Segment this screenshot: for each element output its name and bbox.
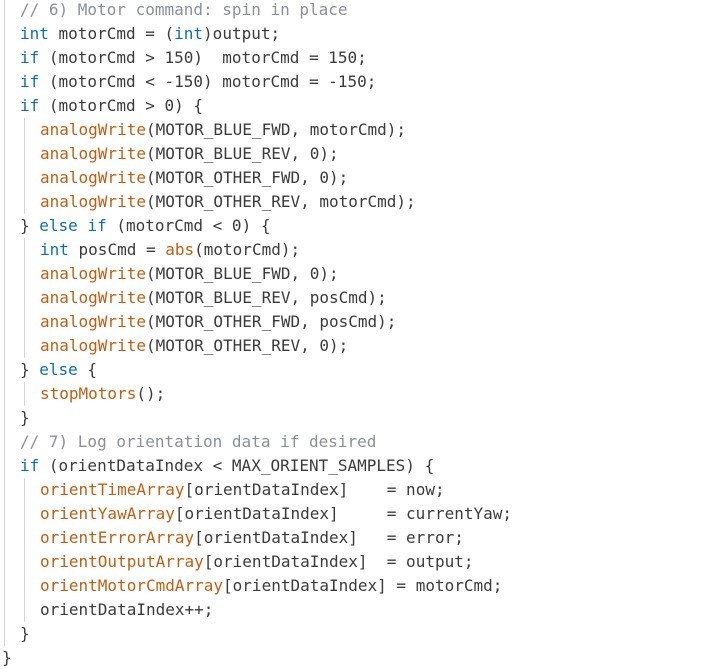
code-token: (MOTOR_OTHER_REV, motorCmd); [145,192,416,211]
code-token: (MOTOR_BLUE_REV, posCmd); [145,288,387,307]
code-token: analogWrite [40,312,146,331]
code-token: int [20,24,49,43]
code-token: // 7) Log orientation data if desired [20,432,377,451]
code-line[interactable]: if (motorCmd > 150) motorCmd = 150; [20,46,367,70]
code-line[interactable]: orientTimeArray[orientDataIndex] = now; [40,478,445,502]
code-token: [orientDataIndex] = error; [194,528,464,547]
code-token: )output; [203,24,281,43]
code-token: (MOTOR_OTHER_FWD, 0); [145,168,349,187]
code-token: analogWrite [40,168,146,187]
code-line[interactable]: orientDataIndex++; [40,598,213,622]
code-token: (motorCmd < -150) motorCmd = -150; [39,72,377,91]
code-token: posCmd = [68,240,166,259]
code-line[interactable]: analogWrite(MOTOR_OTHER_REV, motorCmd); [40,190,416,214]
code-line[interactable]: orientOutputArray[orientDataIndex] = out… [40,550,473,574]
code-token: (MOTOR_OTHER_REV, 0); [145,336,349,355]
code-token: (motorCmd); [194,240,301,259]
code-token: int [40,240,69,259]
code-token: orientYawArray [40,504,175,523]
code-token: abs [165,240,195,259]
code-line[interactable]: analogWrite(MOTOR_BLUE_REV, posCmd); [40,286,387,310]
code-token: if [20,72,40,91]
code-line[interactable]: } [20,406,30,430]
code-token: if [20,48,40,67]
code-line[interactable]: if (motorCmd < -150) motorCmd = -150; [20,70,376,94]
indent-guide-line [24,382,25,406]
code-token: // 6) Motor command: spin in place [20,0,348,19]
code-token: int [174,24,204,43]
code-token [78,216,88,235]
code-line[interactable]: } [2,646,12,669]
indent-guide-line [24,478,25,622]
code-line[interactable]: orientMotorCmdArray[orientDataIndex] = m… [40,574,502,598]
code-line[interactable]: if (motorCmd > 0) { [20,94,203,118]
code-line[interactable]: orientYawArray[orientDataIndex] = curren… [40,502,512,526]
code-line[interactable]: stopMotors(); [40,382,165,406]
indent-guide-line [24,118,25,214]
code-token: orientMotorCmdArray [40,576,224,595]
code-token: (MOTOR_OTHER_FWD, posCmd); [145,312,397,331]
code-line[interactable]: analogWrite(MOTOR_BLUE_FWD, 0); [40,262,339,286]
code-token: motorCmd = ( [48,24,175,43]
code-token: { [77,360,98,379]
code-token: stopMotors [40,384,137,403]
code-token: (motorCmd < 0) { [106,216,271,235]
code-line[interactable]: // 6) Motor command: spin in place [20,0,348,22]
code-token: orientTimeArray [40,480,185,499]
code-token: if [20,96,40,115]
code-line[interactable]: if (orientDataIndex < MAX_ORIENT_SAMPLES… [20,454,434,478]
code-token: analogWrite [40,264,146,283]
code-token: (orientDataIndex < MAX_ORIENT_SAMPLES) { [39,456,435,475]
code-line[interactable]: analogWrite(MOTOR_OTHER_REV, 0); [40,334,348,358]
code-token: (motorCmd > 0) { [39,96,204,115]
code-token: analogWrite [40,192,146,211]
code-token: orientErrorArray [40,528,195,547]
code-line[interactable]: int posCmd = abs(motorCmd); [40,238,300,262]
code-token: (MOTOR_BLUE_FWD, 0); [145,264,339,283]
code-line[interactable]: } else if (motorCmd < 0) { [20,214,270,238]
code-line[interactable]: analogWrite(MOTOR_BLUE_FWD, motorCmd); [40,118,406,142]
code-token: } [20,624,30,643]
code-token: } [20,216,40,235]
code-token: analogWrite [40,288,146,307]
code-token: [orientDataIndex] = output; [203,552,474,571]
code-line[interactable]: } else { [20,358,97,382]
code-token: if [87,216,107,235]
code-line[interactable]: analogWrite(MOTOR_OTHER_FWD, posCmd); [40,310,396,334]
code-token: orientOutputArray [40,552,204,571]
code-token: (MOTOR_BLUE_REV, 0); [145,144,339,163]
code-token: } [20,360,40,379]
code-token: (motorCmd > 150) motorCmd = 150; [39,48,367,67]
indent-guide-line [24,238,25,358]
code-token: else [39,216,78,235]
code-token: (); [136,384,166,403]
code-token: orientDataIndex++; [40,600,214,619]
code-line[interactable]: } [20,622,30,646]
code-token: analogWrite [40,144,146,163]
code-line[interactable]: int motorCmd = (int)output; [20,22,280,46]
code-token: (MOTOR_BLUE_FWD, motorCmd); [145,120,407,139]
code-token: } [20,408,30,427]
outer-indent-guide [4,0,5,646]
code-line[interactable]: // 7) Log orientation data if desired [20,430,376,454]
code-token: analogWrite [40,120,146,139]
code-token: else [39,360,78,379]
code-token: analogWrite [40,336,146,355]
code-line[interactable]: analogWrite(MOTOR_BLUE_REV, 0); [40,142,339,166]
code-token: } [2,648,12,667]
code-token: if [20,456,40,475]
code-token: [orientDataIndex] = currentYaw; [174,504,513,523]
code-token: [orientDataIndex] = motorCmd; [223,576,503,595]
code-token: [orientDataIndex] = now; [184,480,445,499]
code-line[interactable]: orientErrorArray[orientDataIndex] = erro… [40,526,464,550]
code-line[interactable]: analogWrite(MOTOR_OTHER_FWD, 0); [40,166,348,190]
